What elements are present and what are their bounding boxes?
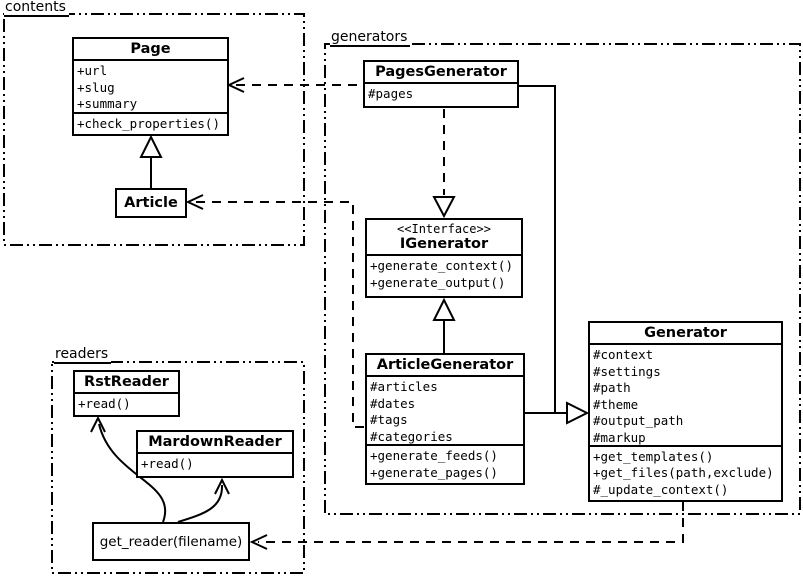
package-border-contents: [3, 13, 305, 246]
method: +check_properties(): [77, 115, 220, 131]
package-label-generators: generators: [330, 30, 411, 47]
class-rstreader-methods: +read(): [75, 392, 178, 415]
method: +get_files(path,exclude): [593, 465, 774, 480]
class-generator-methods: +get_templates() +get_files(path,exclude…: [590, 444, 781, 501]
class-igenerator-name: IGenerator: [399, 236, 489, 252]
attribute: +summary: [77, 96, 138, 111]
class-page: Page +url +slug +summary +check_properti…: [72, 37, 229, 136]
package-border-readers: [51, 361, 305, 574]
package-label-readers: readers: [54, 347, 112, 364]
class-igenerator: <<Interface>> IGenerator +generate_conte…: [365, 218, 523, 298]
attribute: #dates: [370, 395, 416, 411]
method: #_update_context(): [593, 481, 729, 497]
class-mardownreader-methods: +read(): [138, 452, 292, 476]
open-arrow-getreader-rstreader: [90, 415, 106, 433]
attribute: +url: [77, 63, 108, 78]
class-igenerator-methods: +generate_context() +generate_output(): [367, 254, 521, 296]
class-articlegenerator-title: ArticleGenerator: [376, 357, 514, 373]
hollow-triangle-articlegenerator-igenerator: [432, 297, 456, 321]
class-rstreader-title: RstReader: [84, 374, 169, 390]
class-pagesgenerator-title: PagesGenerator: [375, 64, 507, 80]
attribute: #tags: [370, 412, 408, 427]
method: +get_templates(): [593, 448, 714, 464]
class-pagesgenerator-attributes: #pages: [365, 82, 517, 106]
attribute: #path: [593, 380, 631, 395]
hollow-triangle-generator: [566, 401, 590, 425]
open-arrow-pagesgenerator-page: [226, 77, 245, 93]
dependency-line-articlegenerator-article: [196, 201, 365, 428]
attribute: #categories: [370, 428, 453, 444]
attribute: #settings: [593, 363, 661, 379]
class-page-title: Page: [130, 41, 171, 57]
function-box-get-reader: get_reader(filename): [92, 522, 250, 561]
class-igenerator-title: <<Interface>> IGenerator: [367, 220, 521, 254]
attribute: #theme: [593, 396, 639, 412]
class-articlegenerator-attributes: #articles #dates #tags #categories: [367, 375, 523, 444]
package-border-generators: [324, 43, 801, 515]
class-page-attributes: +url +slug +summary: [74, 59, 227, 112]
class-generator-attributes: #context #settings #path #theme #output_…: [590, 343, 781, 445]
class-generator: Generator #context #settings #path #them…: [588, 321, 783, 502]
class-articlegenerator: ArticleGenerator #articles #dates #tags …: [365, 353, 525, 485]
method: +generate_pages(): [370, 464, 498, 480]
class-articlegenerator-methods: +generate_feeds() +generate_pages(): [367, 444, 523, 483]
attribute: +slug: [77, 79, 115, 95]
method: +generate_feeds(): [370, 448, 498, 463]
class-igenerator-stereotype: <<Interface>>: [397, 222, 491, 236]
method: +generate_output(): [370, 274, 506, 290]
call-line-getreader-mardownreader: [177, 484, 224, 523]
attribute: #pages: [368, 86, 414, 101]
attribute: #articles: [370, 379, 438, 394]
attribute: #markup: [593, 429, 646, 445]
hollow-triangle-article-page: [139, 134, 163, 158]
open-arrow-getreader-mardownreader: [214, 477, 230, 495]
package-label-contents: contents: [4, 0, 69, 17]
class-page-methods: +check_properties(): [74, 111, 227, 135]
class-mardownreader: MardownReader +read(): [136, 430, 294, 478]
attribute: #context: [593, 347, 654, 362]
class-pagesgenerator: PagesGenerator #pages: [363, 60, 519, 108]
dependency-line-generator-getreader: [258, 502, 684, 543]
class-mardownreader-title: MardownReader: [148, 434, 282, 450]
hollow-triangle-pagesgenerator-igenerator: [432, 196, 456, 219]
method: +read(): [78, 396, 131, 411]
method: +generate_context(): [370, 258, 513, 273]
class-article: Article: [115, 188, 187, 218]
open-arrow-generator-getreader: [249, 534, 268, 550]
call-line-getreader-rstreader: [98, 423, 167, 523]
method: +read(): [141, 456, 194, 471]
class-generator-title: Generator: [644, 325, 727, 341]
class-rstreader: RstReader +read(): [73, 370, 180, 417]
class-article-title: Article: [124, 195, 178, 211]
inheritance-line-pagesgenerator-generator: [518, 85, 556, 413]
attribute: #output_path: [593, 413, 684, 428]
open-arrow-articlegenerator-article: [185, 194, 204, 210]
